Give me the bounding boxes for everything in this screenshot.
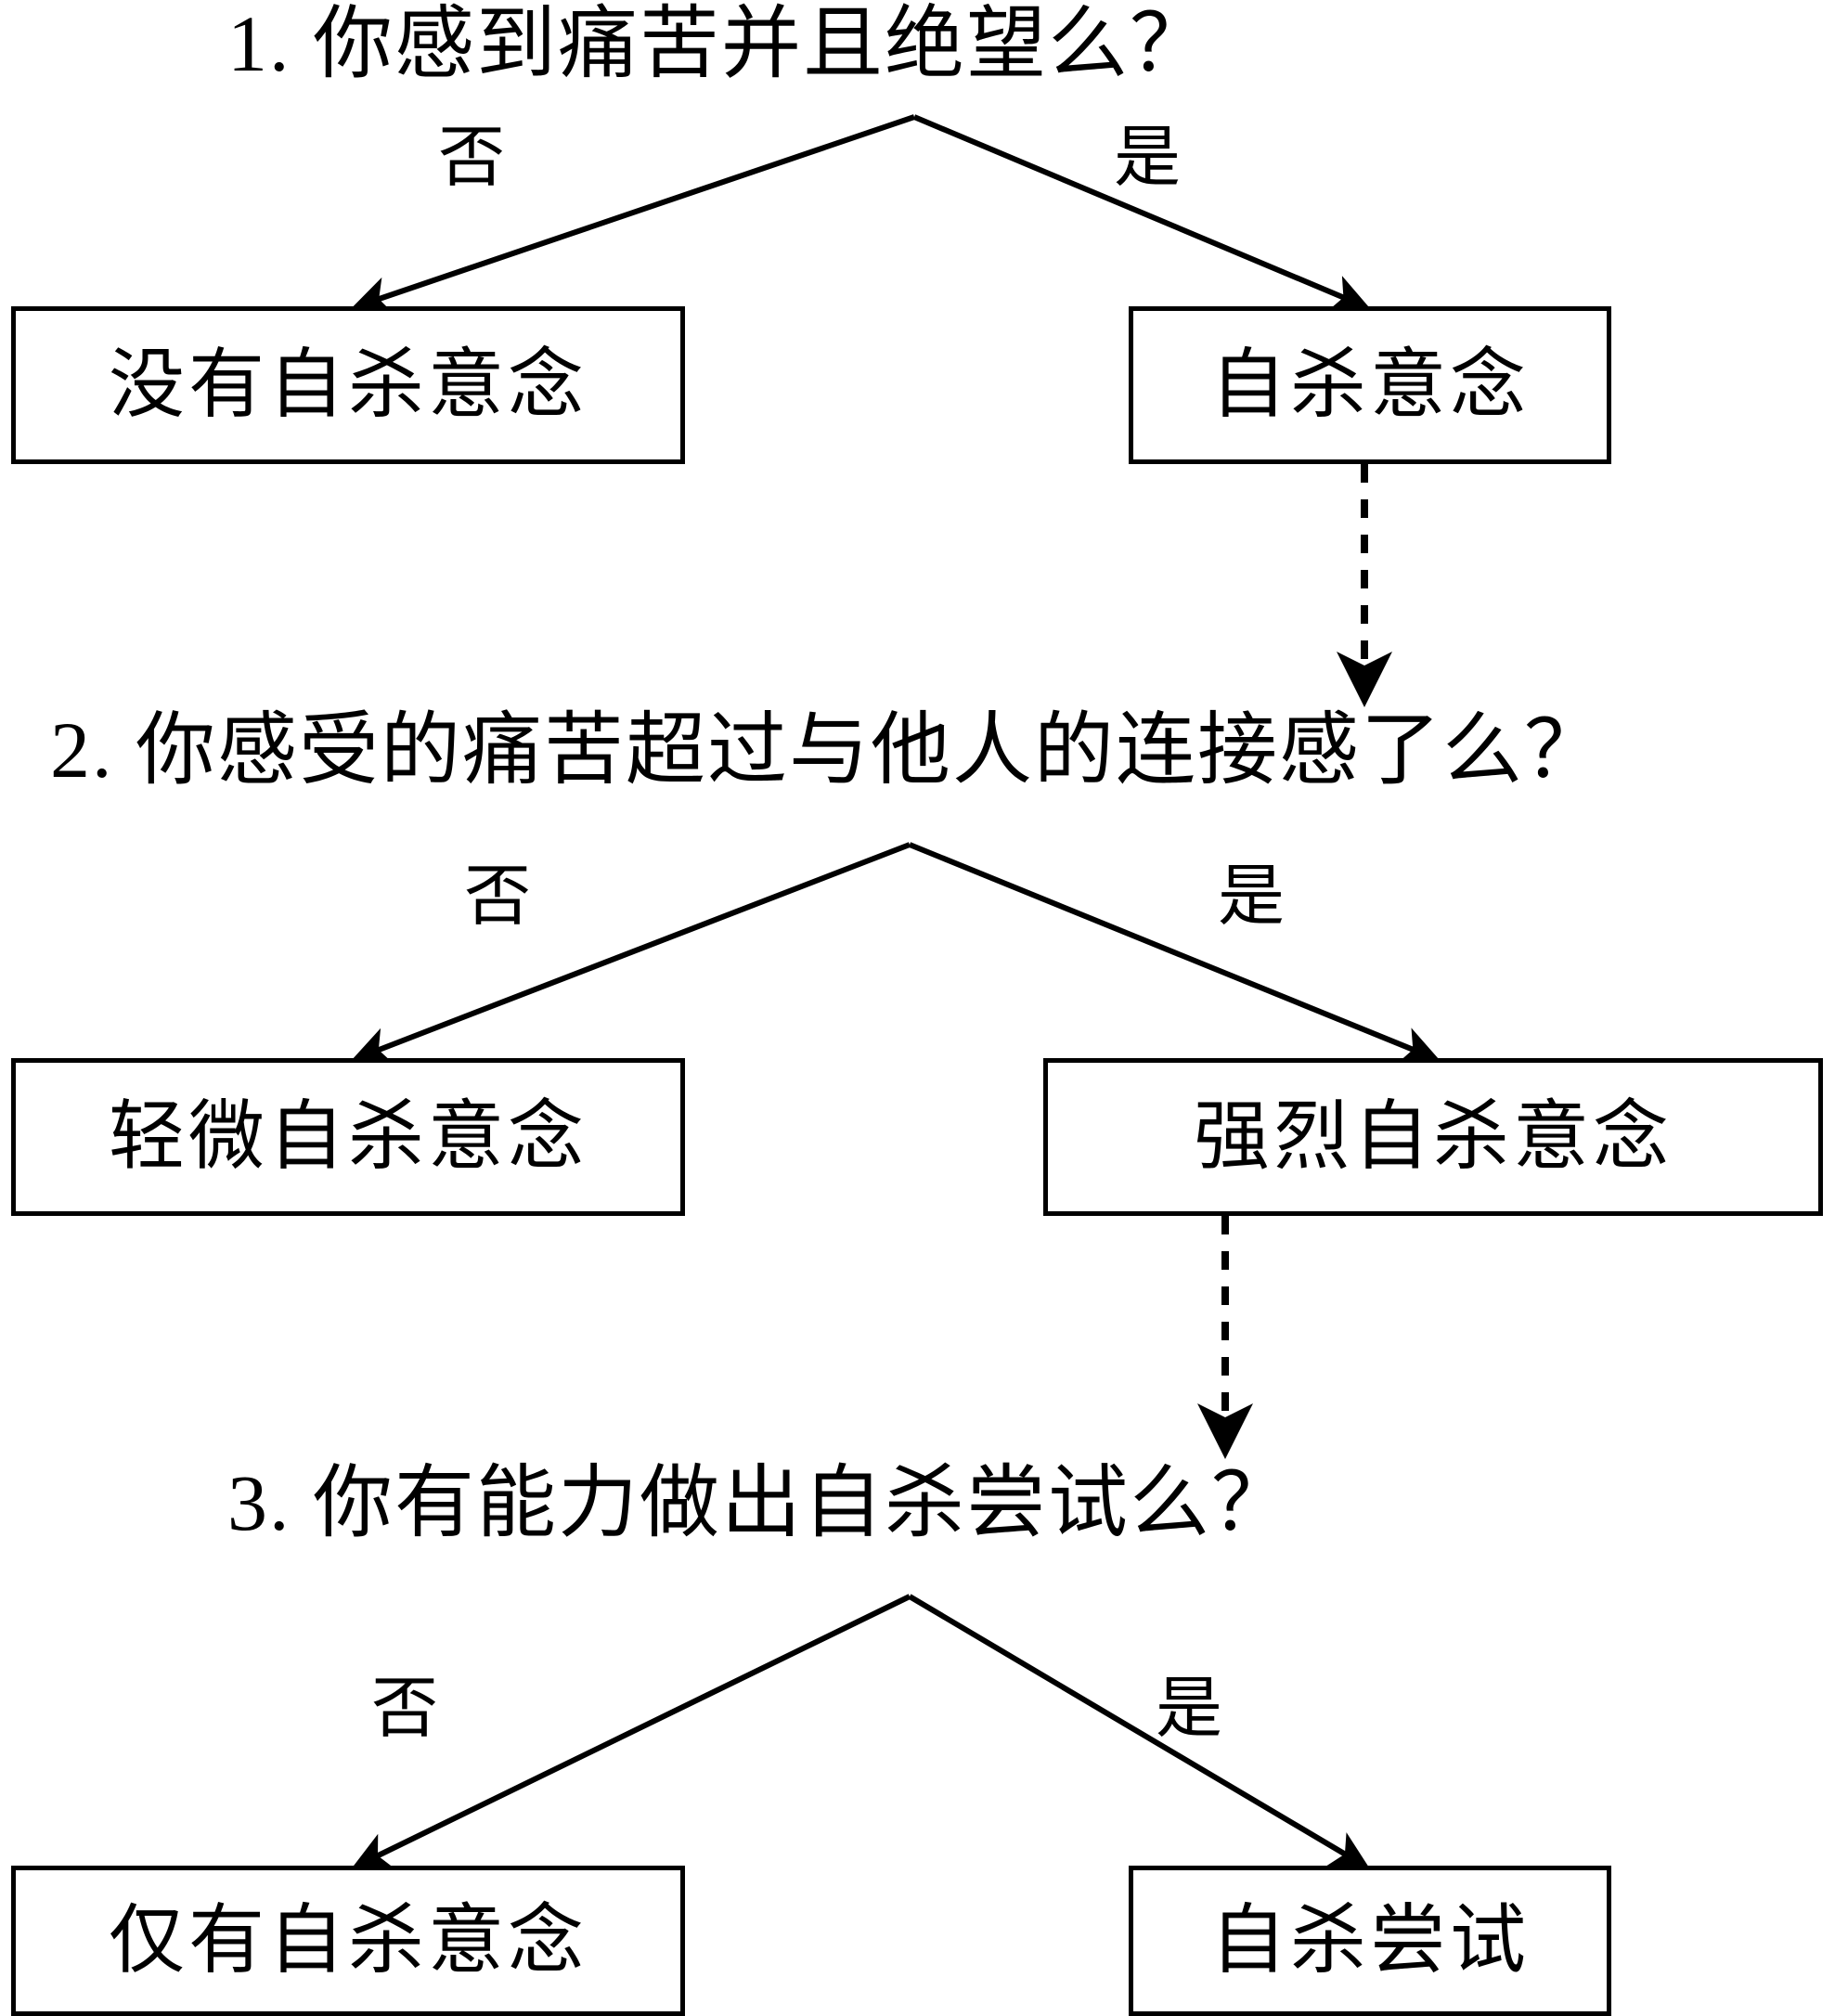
edge-q3-yes bbox=[908, 1594, 1371, 1869]
question-1-text: 1. 你感到痛苦并且绝望么？ bbox=[227, 0, 1211, 88]
outcome-box-severe-suicidal-ideation[interactable]: 强烈自杀意念 bbox=[1043, 1058, 1823, 1216]
outcome-box-ideation-only[interactable]: 仅有自杀意念 bbox=[11, 1866, 685, 2016]
question-2-text: 2. 你感受的痛苦超过与他人的连接感了么？ bbox=[50, 705, 1606, 795]
outcome-label-severe-suicidal-ideation: 强烈自杀意念 bbox=[1193, 1094, 1673, 1179]
edge-q3-no bbox=[351, 1594, 911, 1869]
outcome-label-no-suicidal-ideation: 没有自杀意念 bbox=[108, 342, 588, 427]
outcome-box-no-suicidal-ideation[interactable]: 没有自杀意念 bbox=[11, 306, 685, 464]
outcome-label-suicide-attempt: 自杀尝试 bbox=[1209, 1898, 1530, 1983]
outcome-label-ideation-only: 仅有自杀意念 bbox=[108, 1898, 588, 1983]
edge-q2-yes bbox=[908, 842, 1441, 1065]
edge-q2-no bbox=[351, 842, 911, 1065]
outcome-box-suicidal-ideation[interactable]: 自杀意念 bbox=[1129, 306, 1611, 464]
outcome-label-mild-suicidal-ideation: 轻微自杀意念 bbox=[108, 1094, 588, 1179]
outcome-label-suicidal-ideation: 自杀意念 bbox=[1209, 342, 1530, 427]
branch-label-q1-no: 否 bbox=[438, 121, 506, 195]
branch-label-q3-no: 否 bbox=[371, 1672, 439, 1746]
branch-label-q3-yes: 是 bbox=[1156, 1672, 1223, 1746]
question-3-text: 3. 你有能力做出自杀尝试么？ bbox=[227, 1458, 1293, 1547]
branch-label-q1-yes: 是 bbox=[1114, 121, 1182, 195]
branch-label-q2-no: 否 bbox=[464, 859, 532, 934]
outcome-box-mild-suicidal-ideation[interactable]: 轻微自杀意念 bbox=[11, 1058, 685, 1216]
branch-label-q2-yes: 是 bbox=[1218, 859, 1286, 934]
outcome-box-suicide-attempt[interactable]: 自杀尝试 bbox=[1129, 1866, 1611, 2016]
